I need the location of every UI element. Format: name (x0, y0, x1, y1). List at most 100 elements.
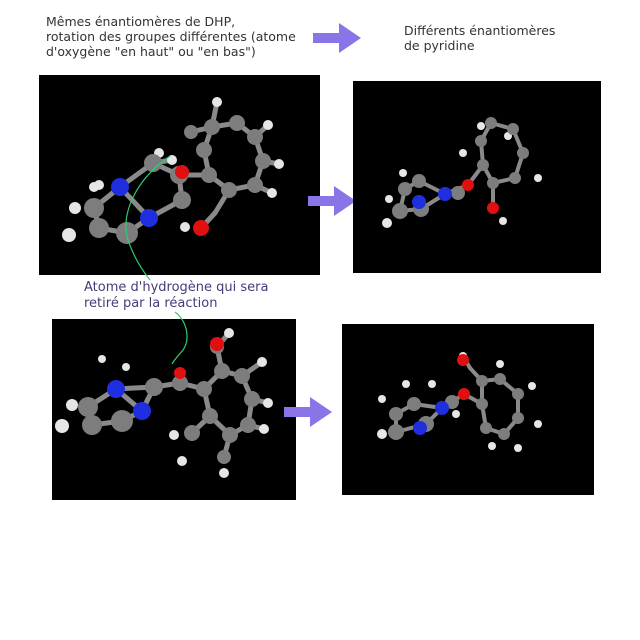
atom-n-sphere (107, 380, 125, 398)
atom-c-sphere (240, 417, 256, 433)
atom-c-sphere (487, 177, 499, 189)
atom-c-sphere (392, 203, 408, 219)
atom-h-sphere (274, 159, 284, 169)
atom-c-sphere (82, 415, 102, 435)
atom-o-sphere (174, 367, 186, 379)
atom-h-sphere (399, 169, 407, 177)
atom-h-sphere (477, 122, 485, 130)
atom-c-sphere (475, 135, 487, 147)
atom-o-sphere (457, 354, 469, 366)
atom-c-sphere (229, 115, 245, 131)
atom-h-sphere (55, 419, 69, 433)
atom-c-sphere (172, 375, 188, 391)
atom-n-sphere (435, 401, 449, 415)
atom-o-sphere (210, 337, 224, 351)
atom-h-sphere (98, 355, 106, 363)
atom-c-sphere (196, 142, 212, 158)
atom-n-sphere (412, 195, 426, 209)
atom-c-sphere (196, 381, 212, 397)
molecule-3d-model-icon (55, 328, 273, 478)
atom-c-sphere (507, 123, 519, 135)
atom-c-sphere (388, 424, 404, 440)
atom-h-sphere (212, 97, 222, 107)
atom-c-sphere (204, 119, 220, 135)
atom-c-sphere (234, 368, 250, 384)
atom-h-sphere (534, 174, 542, 182)
atom-c-sphere (116, 222, 138, 244)
atom-c-sphere (222, 427, 238, 443)
atom-h-sphere (382, 218, 392, 228)
atom-c-sphere (221, 182, 237, 198)
atom-c-sphere (389, 407, 403, 421)
atom-n-sphere (133, 402, 151, 420)
atom-h-sphere (514, 444, 522, 452)
top-right-arrow-icon (313, 23, 361, 53)
arrow-panel1-to-panel2-icon (308, 186, 356, 216)
atom-c-sphere (476, 375, 488, 387)
atom-c-sphere (144, 154, 162, 172)
atom-h-sphere (169, 430, 179, 440)
atom-h-sphere (528, 382, 536, 390)
atom-h-sphere (122, 363, 130, 371)
atom-c-sphere (398, 182, 412, 196)
atom-c-sphere (202, 408, 218, 424)
atom-o-sphere (462, 179, 474, 191)
hydrogen-annotation: Atome d'hydrogène qui sera retiré par la… (84, 280, 269, 311)
atom-n-sphere (413, 421, 427, 435)
atom-c-sphere (78, 397, 98, 417)
atom-h-sphere (257, 357, 267, 367)
atom-h-sphere (263, 120, 273, 130)
atom-c-sphere (184, 125, 198, 139)
dhp-caption: Mêmes énantiomères de DHP, rotation des … (46, 14, 296, 59)
atom-c-sphere (84, 198, 104, 218)
atom-n-sphere (438, 187, 452, 201)
atom-h-sphere (459, 149, 467, 157)
atom-c-sphere (494, 373, 506, 385)
atom-c-sphere (512, 388, 524, 400)
atom-h-sphere (180, 222, 190, 232)
atom-c-sphere (89, 218, 109, 238)
atom-h-sphere (452, 410, 460, 418)
atom-h-sphere (402, 380, 410, 388)
atom-h-sphere (167, 155, 177, 165)
atom-h-sphere (385, 195, 393, 203)
atom-c-sphere (255, 153, 271, 169)
atom-h-sphere (66, 399, 78, 411)
atom-c-sphere (407, 397, 421, 411)
pyridine-molecule-panel-1 (353, 81, 601, 273)
atom-c-sphere (247, 129, 263, 145)
atom-c-sphere (451, 186, 465, 200)
atom-c-sphere (498, 428, 510, 440)
atom-c-sphere (512, 412, 524, 424)
atom-c-sphere (476, 398, 488, 410)
atom-h-sphere (534, 420, 542, 428)
atom-h-sphere (224, 328, 234, 338)
atom-o-sphere (193, 220, 209, 236)
atom-h-sphere (428, 380, 436, 388)
atom-c-sphere (201, 167, 217, 183)
atom-h-sphere (488, 442, 496, 450)
atom-c-sphere (145, 378, 163, 396)
atom-n-sphere (111, 178, 129, 196)
atom-o-sphere (458, 388, 470, 400)
atom-n-sphere (140, 209, 158, 227)
atom-c-sphere (485, 117, 497, 129)
atom-c-sphere (517, 147, 529, 159)
atom-h-sphere (177, 456, 187, 466)
atom-h-sphere (267, 188, 277, 198)
atom-h-sphere (89, 182, 99, 192)
pyridine-molecule-panel-2 (342, 324, 594, 495)
atom-c-sphere (247, 177, 263, 193)
dhp-molecule-panel-2 (52, 319, 296, 500)
atom-c-sphere (509, 172, 521, 184)
atom-h-sphere (62, 228, 76, 242)
atom-o-sphere (487, 202, 499, 214)
atom-o-sphere (175, 165, 189, 179)
atom-c-sphere (173, 191, 191, 209)
atom-c-sphere (214, 363, 230, 379)
arrow-panel3-to-panel4-icon (284, 397, 332, 427)
atom-h-sphere (69, 202, 81, 214)
pyridine-caption: Différents énantiomères de pyridine (404, 23, 556, 53)
atom-c-sphere (217, 450, 231, 464)
atom-h-sphere (263, 398, 273, 408)
